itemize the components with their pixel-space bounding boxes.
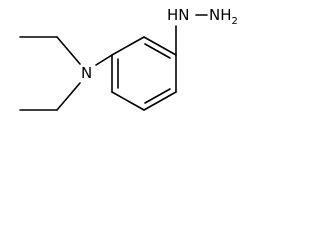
ring-bond-4 — [111, 91, 145, 111]
benzene-ring — [111, 36, 177, 111]
chemical-structure-diagram: HN NH2 N — [19, 6, 238, 111]
ring-to-amine-bond — [95, 54, 113, 66]
diethylamino-group: N — [19, 36, 113, 111]
ring-bond-3 — [143, 91, 177, 111]
hydrazine-nh2-main: NH — [209, 6, 232, 24]
hydrazine-nh-label: HN — [167, 6, 190, 24]
hydrazine-nh2-label: NH2 — [209, 6, 238, 27]
hydrazine-nh2-subscript: 2 — [232, 16, 238, 27]
ring-bond-6 — [111, 36, 145, 56]
ring-double-bond-2 — [144, 88, 171, 104]
amine-n-label: N — [81, 64, 92, 82]
ring-bond-1 — [143, 36, 177, 56]
ring-double-bond-1 — [144, 43, 171, 59]
lower-ethyl-bond-1 — [56, 82, 81, 111]
upper-ethyl-bond-1 — [56, 36, 81, 65]
hydrazine-group: HN NH2 — [167, 6, 238, 56]
